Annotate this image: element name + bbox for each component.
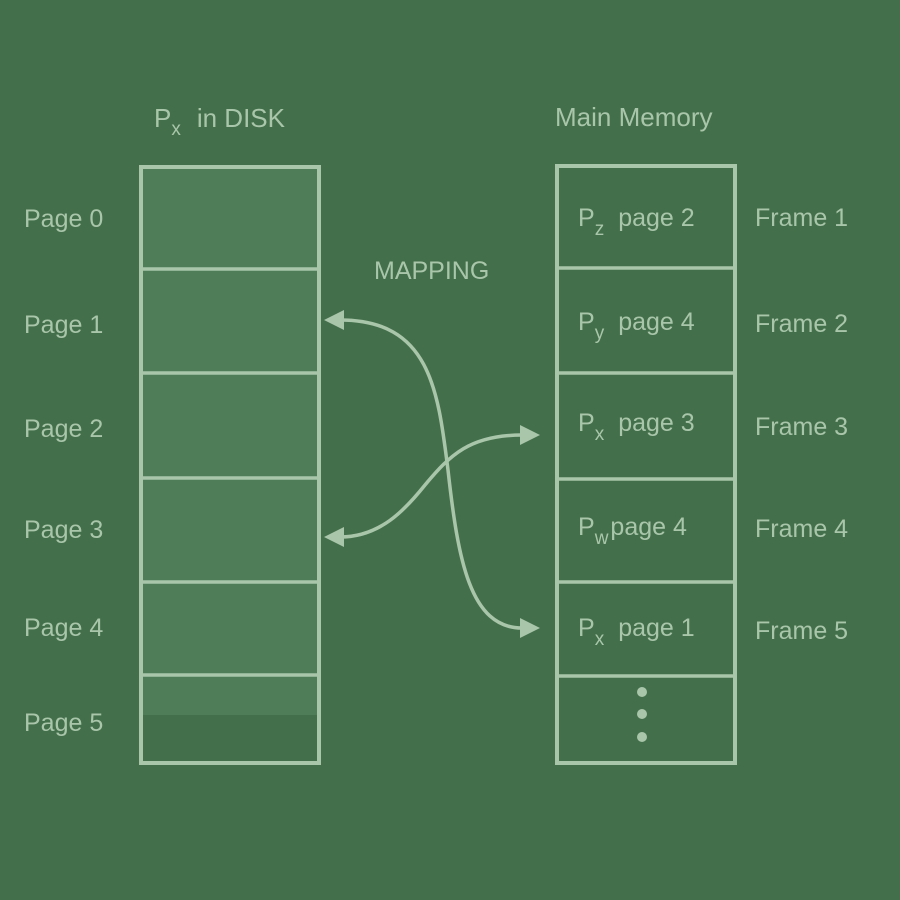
mapping-arrows bbox=[324, 310, 540, 638]
frame-label: Frame 1 bbox=[755, 204, 848, 232]
disk-page-label: Page 5 bbox=[24, 709, 103, 737]
disk-page-label: Page 1 bbox=[24, 311, 103, 339]
arrow-head-left bbox=[324, 310, 344, 330]
disk-page-label: Page 3 bbox=[24, 516, 103, 544]
disk-cell-2 bbox=[141, 373, 319, 478]
mapping-label: MAPPING bbox=[374, 257, 489, 285]
ellipsis-dot bbox=[637, 687, 647, 697]
arrow-head-right bbox=[520, 425, 540, 445]
disk-page-label: Page 4 bbox=[24, 614, 103, 642]
frame-label: Frame 3 bbox=[755, 413, 848, 441]
mapping-arrow-page3-frame3 bbox=[339, 433, 523, 539]
memory-block bbox=[555, 164, 737, 765]
arrow-head-left bbox=[324, 527, 344, 547]
memory-outline bbox=[555, 164, 737, 765]
mapping-arrow-page1-frame5 bbox=[339, 318, 523, 630]
disk-outline bbox=[139, 165, 321, 765]
disk-cell-5 bbox=[141, 675, 319, 715]
ellipsis-dot bbox=[637, 709, 647, 719]
frame-label: Frame 2 bbox=[755, 310, 848, 338]
memory-cell: Pwpage 4 bbox=[578, 513, 687, 549]
disk-cell-3 bbox=[141, 478, 319, 582]
disk-block bbox=[139, 165, 321, 765]
memory-title: Main Memory bbox=[555, 102, 712, 132]
disk-page-label: Page 2 bbox=[24, 415, 103, 443]
disk-cell-0 bbox=[141, 167, 319, 269]
disk-cell-1 bbox=[141, 269, 319, 373]
disk-cell-4 bbox=[141, 582, 319, 675]
frame-labels: Frame 1 Frame 2 Frame 3 Frame 4 Frame 5 bbox=[755, 204, 848, 645]
frame-label: Frame 4 bbox=[755, 515, 848, 543]
ellipsis-dot bbox=[637, 732, 647, 742]
disk-page-labels: Page 0 Page 1 Page 2 Page 3 Page 4 Page … bbox=[24, 205, 103, 737]
arrow-head-right bbox=[520, 618, 540, 638]
disk-page-label: Page 0 bbox=[24, 205, 103, 233]
frame-label: Frame 5 bbox=[755, 617, 848, 645]
